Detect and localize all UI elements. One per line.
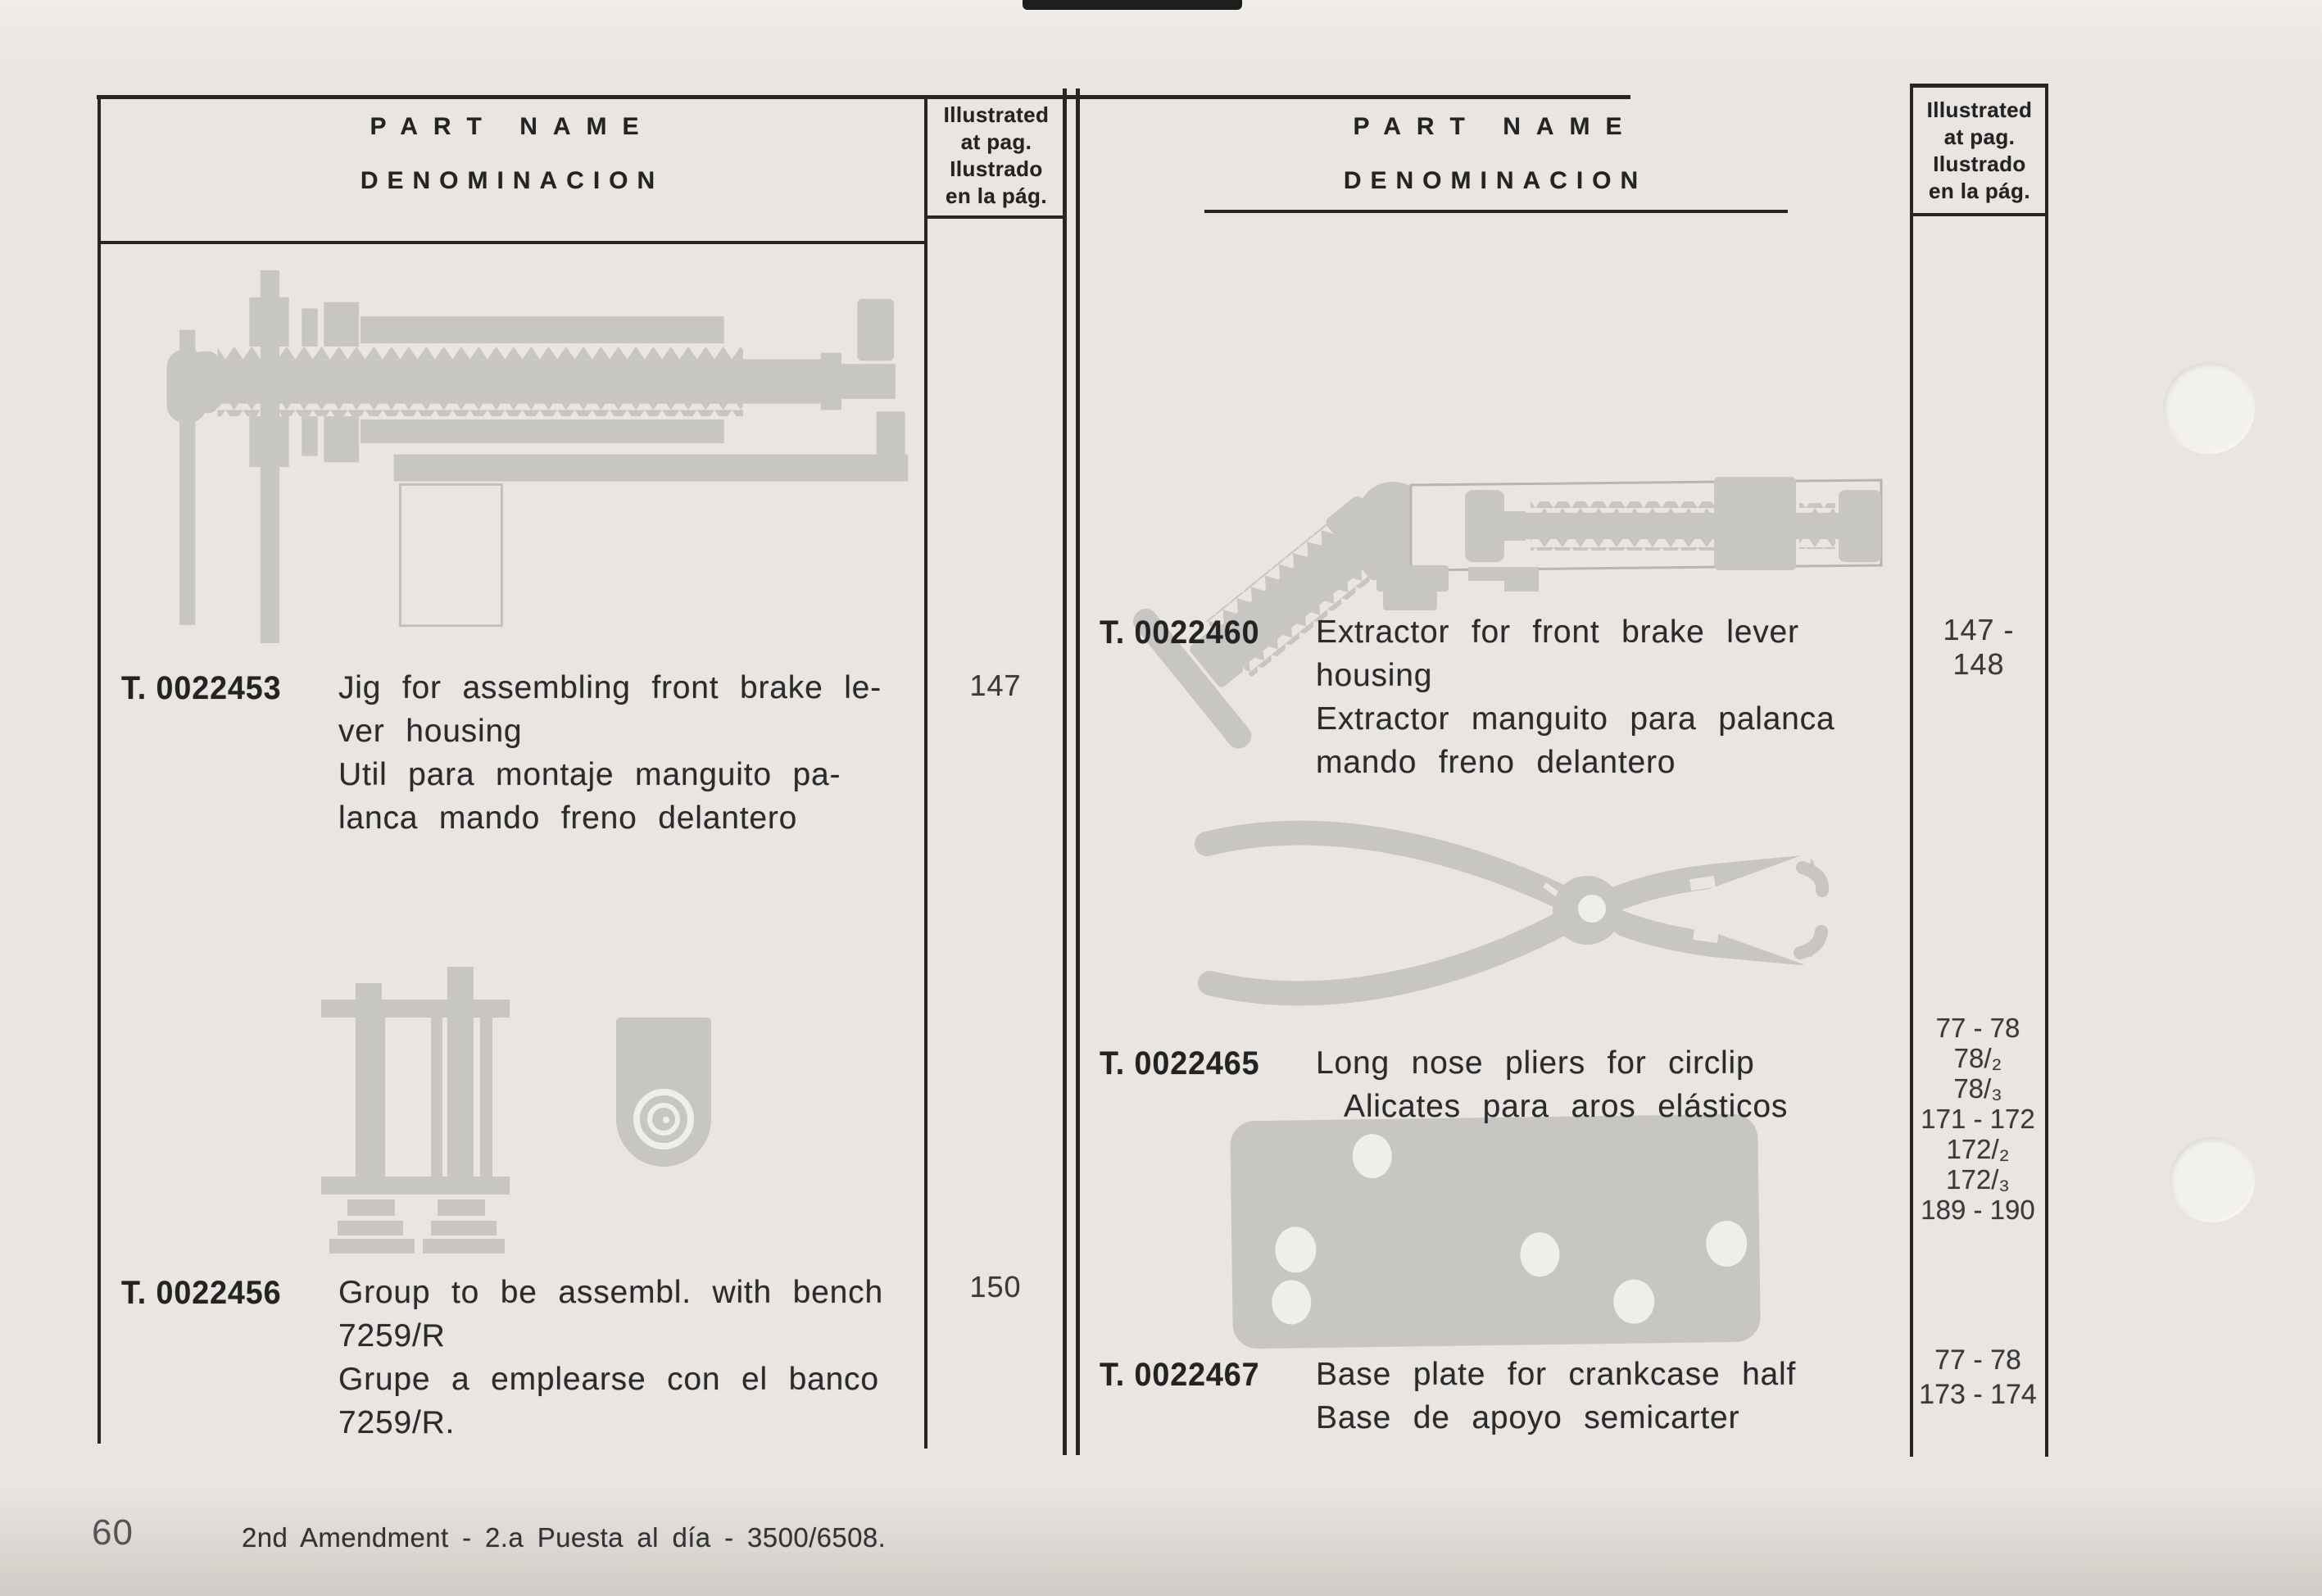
part-number: T. 0022465 — [1100, 1045, 1260, 1081]
page-ref: 78/₃ — [1953, 1073, 2002, 1104]
part-number: T. 0022456 — [121, 1275, 282, 1311]
part-number: T. 0022467 — [1100, 1357, 1260, 1393]
punch-hole — [2163, 362, 2255, 454]
page-ref: 77 - 78 — [1934, 1344, 2021, 1376]
punch-hole — [2170, 1137, 2255, 1222]
scan-artifact-top-bar — [1023, 0, 1242, 10]
header-rule-left-illus — [926, 215, 1067, 219]
illustration-jig-front-brake-lever — [166, 270, 909, 643]
description-line: Grupe a emplearse con el banco — [338, 1362, 879, 1397]
description-line: Base plate for crankcase half — [1316, 1357, 1797, 1392]
table-rule-illus-box-top-right — [1911, 84, 2048, 88]
part-number: T. 0022453 — [121, 670, 282, 706]
table-rule-top — [97, 95, 1630, 99]
page-number: 60 — [92, 1512, 134, 1553]
illustration-extractor — [1133, 477, 1883, 749]
page-ref-list: 77 - 78 173 - 174 — [1912, 1343, 2044, 1412]
description-line: 7259/R. — [338, 1405, 456, 1440]
page-ref: 147 - 148 — [1943, 613, 2015, 681]
header-rule-left — [99, 241, 925, 244]
illustrated-line: Ilustrado — [950, 156, 1043, 181]
illustrated-line: Illustrated — [943, 102, 1050, 127]
table-border-left — [98, 95, 101, 1444]
description-line: housing — [1316, 658, 1433, 693]
description-line: mando freno delantero — [1316, 745, 1676, 780]
description-line: 7259/R — [338, 1318, 446, 1353]
description-line: Base de apoyo semicarter — [1316, 1400, 1740, 1435]
illustrated-line: en la pág. — [1929, 179, 2030, 203]
description-line: Long nose pliers for circlip — [1316, 1045, 1755, 1081]
table-double-line-b — [1076, 88, 1080, 1455]
table-separator-left-illus — [924, 95, 927, 1449]
illustration-base-plate — [1230, 1113, 1761, 1349]
page-ref: 172/₃ — [1946, 1164, 2010, 1195]
description-line: Alicates para aros elásticos — [1344, 1089, 1789, 1124]
description-line: Group to be assembl. with bench — [338, 1275, 883, 1310]
pliers-jaw-gap — [1651, 852, 1811, 967]
right-header-denominacion: DENOMINACION — [1343, 167, 1648, 194]
illustrated-line: en la pág. — [946, 184, 1047, 208]
illustrated-line: at pag. — [960, 129, 1032, 154]
description-line: Extractor for front brake lever — [1316, 614, 1799, 650]
description-line: lanca mando freno delantero — [338, 800, 798, 836]
illustrated-line: at pag. — [1943, 125, 2016, 149]
left-header-denominacion: DENOMINACION — [360, 167, 664, 194]
page-ref-list: 77 - 78 78/₂ 78/₃ 171 - 172 172/₂ 172/₃ … — [1912, 1013, 2044, 1225]
illustration-long-nose-pliers — [1195, 820, 1830, 1006]
illustrated-line: Illustrated — [1926, 97, 2033, 122]
illustration-bench-group — [321, 967, 711, 1254]
footer-note: 2nd Amendment - 2.a Puesta al día - 3500… — [242, 1522, 887, 1553]
table-border-right — [2045, 84, 2048, 1457]
page-ref: 189 - 190 — [1921, 1195, 2035, 1225]
part-number: T. 0022460 — [1100, 614, 1260, 651]
left-header-illustrated: Illustrated at pag. Ilustrado en la pág. — [926, 102, 1067, 210]
page-ref: 150 — [969, 1270, 1022, 1304]
table-double-line-a — [1063, 88, 1067, 1455]
illustrated-line: Ilustrado — [1933, 152, 2026, 176]
header-rule-right — [1204, 210, 1788, 213]
description-line: ver housing — [338, 714, 523, 749]
description-line: Util para montaje manguito pa- — [338, 757, 841, 792]
header-rule-right-illus — [1912, 213, 2047, 216]
right-header-illustrated: Illustrated at pag. Ilustrado en la pág. — [1912, 97, 2047, 205]
left-header-part-name: PART NAME — [370, 113, 655, 140]
page-ref: 78/₂ — [1953, 1043, 2002, 1073]
page-ref: 171 - 172 — [1921, 1104, 2035, 1134]
right-header-part-name: PART NAME — [1353, 113, 1638, 140]
page-ref: 173 - 174 — [1919, 1379, 2037, 1410]
page-ref: 147 — [969, 669, 1022, 702]
description-line: Extractor manguito para palanca — [1316, 701, 1835, 737]
description-line: Jig for assembling front brake le- — [338, 670, 882, 705]
page-ref: 172/₂ — [1946, 1134, 2010, 1164]
page-ref: 77 - 78 — [1935, 1013, 2020, 1043]
table-separator-right-illus — [1910, 84, 1913, 1457]
